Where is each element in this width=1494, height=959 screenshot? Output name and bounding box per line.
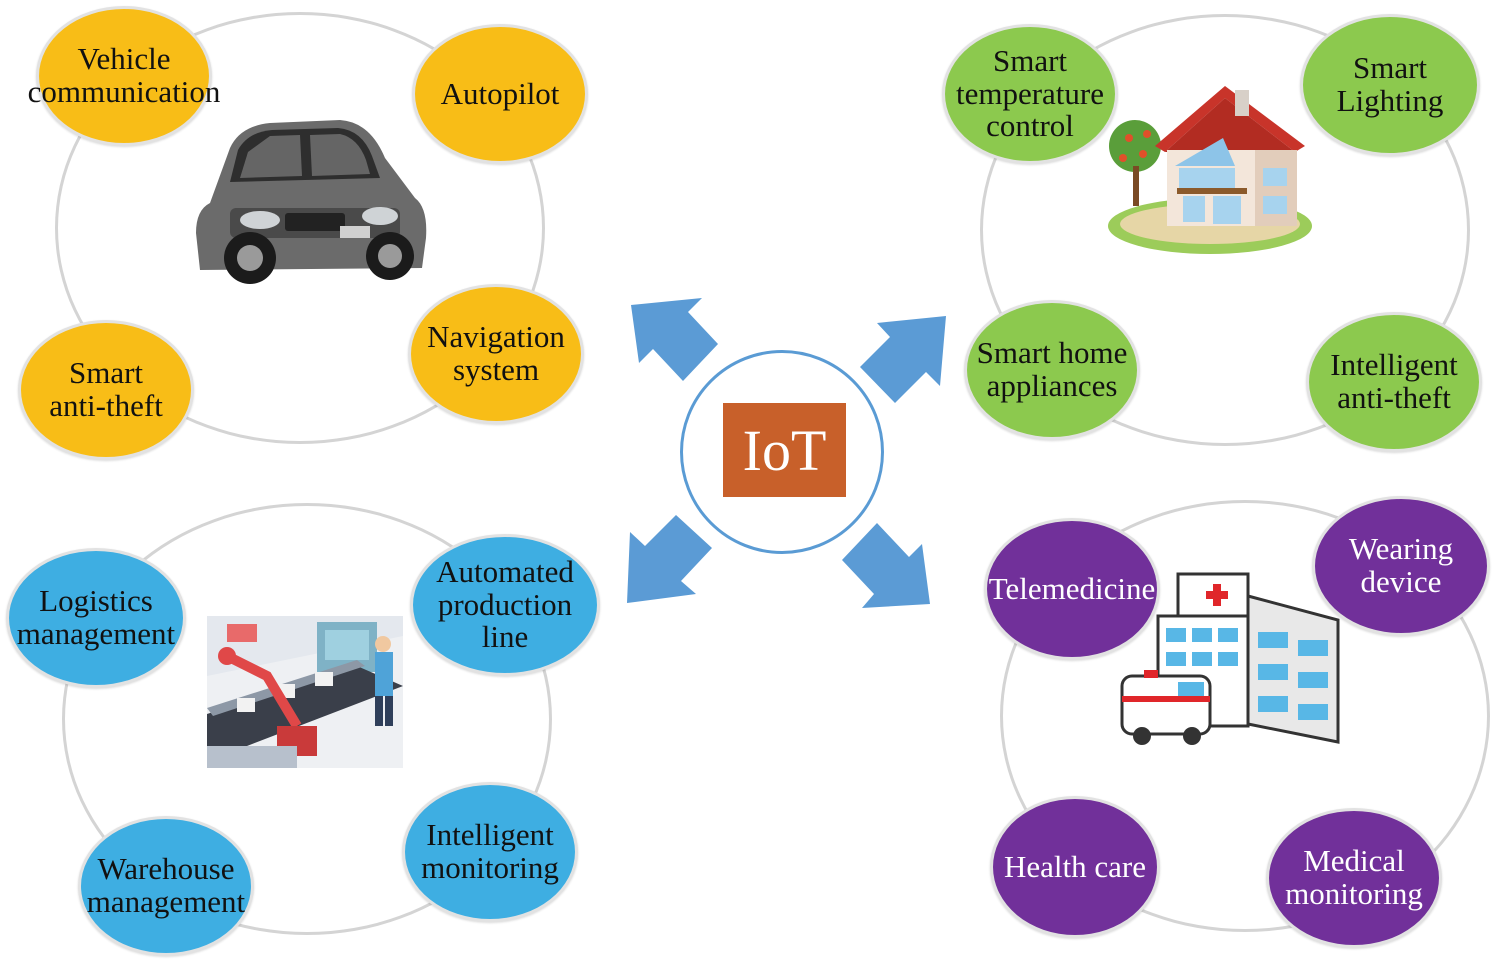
arrow-group	[627, 298, 946, 608]
iot-center-ring	[680, 350, 884, 554]
house-icon	[1108, 86, 1312, 254]
node-smart-home-appliances: Smart home appliances	[964, 300, 1140, 440]
factory-line-icon	[207, 616, 403, 768]
node-smart-anti-theft: Smart anti-theft	[18, 320, 194, 460]
arrow-up-left	[631, 298, 718, 381]
home-ring	[980, 14, 1470, 446]
industry-ring	[62, 503, 552, 935]
node-smart-temperature-control: Smart temperature control	[942, 24, 1118, 164]
node-vehicle-communication: Vehicle communication	[28, 6, 220, 146]
node-health-care: Health care	[990, 796, 1160, 938]
node-smart-lighting: Smart Lighting	[1300, 14, 1480, 156]
node-warehouse-management: Warehouse management	[78, 816, 254, 956]
node-automated-production-line: Automated production line	[410, 534, 600, 676]
node-navigation-system: Navigation system	[408, 284, 584, 424]
node-logistics-management: Logistics management	[6, 548, 186, 688]
node-autopilot: Autopilot	[412, 24, 588, 164]
hospital-icon	[1120, 572, 1340, 745]
iot-center-label: IoT	[723, 403, 846, 497]
vehicle-ring	[55, 12, 545, 444]
node-intelligent-monitoring: Intelligent monitoring	[402, 782, 578, 922]
car-icon	[196, 120, 427, 284]
arrow-up-right	[860, 316, 946, 403]
medical-ring	[1000, 500, 1490, 932]
node-telemedicine: Telemedicine	[984, 518, 1160, 660]
node-wearing-device: Wearing device	[1312, 496, 1490, 636]
node-intelligent-anti-theft: Intelligent anti-theft	[1306, 312, 1482, 452]
node-medical-monitoring: Medical monitoring	[1266, 808, 1442, 948]
arrow-down-right	[842, 523, 930, 608]
arrow-down-left	[627, 515, 712, 603]
